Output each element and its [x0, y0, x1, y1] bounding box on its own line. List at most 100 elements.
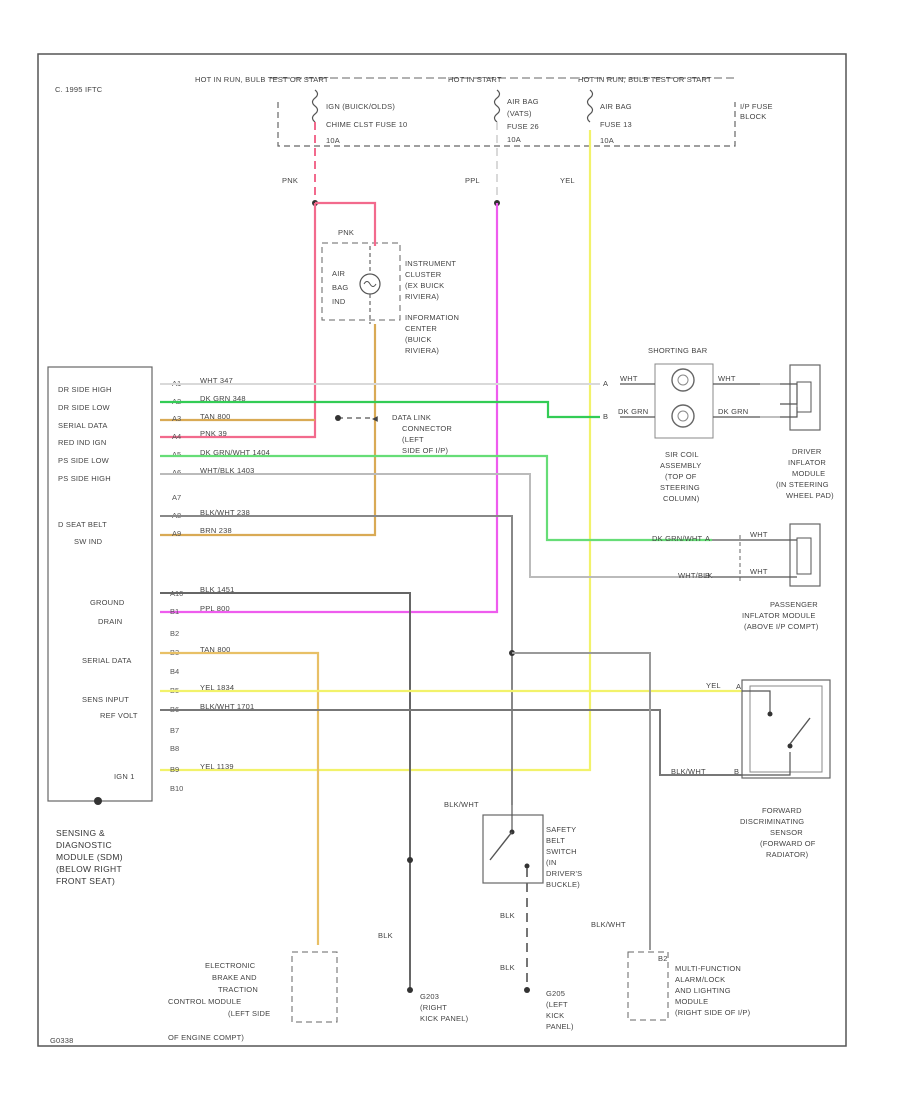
wire-pnk-lamp — [315, 201, 377, 246]
fds-pin-a: A — [736, 682, 741, 691]
svg-text:CHIME CLST FUSE 10: CHIME CLST FUSE 10 — [326, 120, 407, 129]
wire-label-ppl: PPL — [465, 176, 480, 185]
svg-text:CLUSTER: CLUSTER — [405, 270, 442, 279]
multifunction-module — [627, 951, 669, 1021]
svg-text:A7: A7 — [172, 493, 181, 502]
svg-text:DISCRIMINATING: DISCRIMINATING — [740, 817, 804, 826]
svg-text:BLK/WHT 1701: BLK/WHT 1701 — [200, 702, 254, 711]
switch-wire-label: BLK/WHT — [444, 800, 479, 809]
svg-text:IGN 1: IGN 1 — [114, 772, 135, 781]
svg-text:FUSE 26: FUSE 26 — [507, 122, 539, 131]
svg-text:DK GRN 348: DK GRN 348 — [200, 394, 246, 403]
svg-text:INFLATOR: INFLATOR — [788, 458, 826, 467]
svg-text:WHT 347: WHT 347 — [200, 376, 233, 385]
mf-wire-label: BLK/WHT — [591, 920, 626, 929]
svg-text:DR SIDE LOW: DR SIDE LOW — [58, 403, 111, 412]
svg-text:B7: B7 — [170, 726, 179, 735]
svg-text:(FORWARD OF: (FORWARD OF — [760, 839, 816, 848]
svg-text:RIVIERA): RIVIERA) — [405, 292, 439, 301]
wire-tan-800-b — [160, 651, 320, 945]
svg-text:(ABOVE I/P COMPT): (ABOVE I/P COMPT) — [744, 622, 819, 631]
fuse-airbag-26: AIR BAG (VATS) FUSE 26 10A — [493, 89, 539, 144]
svg-text:B10: B10 — [170, 784, 183, 793]
driver-inflator-caption: DRIVER INFLATOR MODULE (IN STEERING WHEE… — [776, 447, 834, 500]
svg-text:TAN 800: TAN 800 — [200, 412, 230, 421]
diagram-border — [37, 53, 847, 1047]
g205-caption: G205 (LEFT KICK PANEL) — [546, 989, 574, 1031]
power-label-hot-run: HOT IN RUN, BULB TEST OR START — [195, 75, 329, 84]
svg-text:A: A — [705, 534, 710, 543]
wire-brn-238 — [160, 324, 377, 537]
sdm-ground-dot — [94, 797, 102, 805]
ground-g205 — [524, 987, 530, 993]
svg-text:PANEL): PANEL) — [546, 1022, 574, 1031]
svg-text:BRN 238: BRN 238 — [200, 526, 232, 535]
ground-g203 — [407, 987, 413, 993]
fds-yel-label: YEL — [706, 681, 721, 690]
shorting-bar-label: SHORTING BAR — [648, 346, 708, 355]
svg-text:(IN STEERING: (IN STEERING — [776, 480, 829, 489]
svg-text:DK GRN/WHT: DK GRN/WHT — [652, 534, 703, 543]
svg-text:(RIGHT SIDE OF I/P): (RIGHT SIDE OF I/P) — [675, 1008, 751, 1017]
svg-text:ALARM/LOCK: ALARM/LOCK — [675, 975, 725, 984]
cluster-label: INSTRUMENT CLUSTER (EX BUICK RIVIERA) IN… — [405, 259, 459, 355]
svg-text:B: B — [603, 412, 608, 421]
wire-label-yel: YEL — [560, 176, 575, 185]
svg-text:D SEAT BELT: D SEAT BELT — [58, 520, 107, 529]
svg-text:WHT: WHT — [718, 374, 736, 383]
svg-text:SIDE OF I/P): SIDE OF I/P) — [402, 446, 448, 455]
svg-text:RED IND IGN: RED IND IGN — [58, 438, 106, 447]
svg-text:B: B — [705, 571, 710, 580]
svg-text:A3: A3 — [172, 414, 181, 423]
copyright-label: C. 1995 IFTC — [55, 85, 103, 94]
svg-text:SAFETY: SAFETY — [546, 825, 576, 834]
svg-text:(BUICK: (BUICK — [405, 335, 432, 344]
svg-text:(LEFT: (LEFT — [546, 1000, 568, 1009]
svg-text:OF ENGINE COMPT): OF ENGINE COMPT) — [168, 1033, 244, 1042]
svg-text:BUCKLE): BUCKLE) — [546, 880, 580, 889]
svg-text:G205: G205 — [546, 989, 565, 998]
svg-text:G203: G203 — [420, 992, 439, 1001]
wire-label-pnk: PNK — [282, 176, 298, 185]
svg-text:MODULE: MODULE — [675, 997, 708, 1006]
svg-text:B2: B2 — [170, 629, 179, 638]
svg-text:DIAGNOSTIC: DIAGNOSTIC — [56, 840, 112, 850]
svg-text:A5: A5 — [172, 450, 181, 459]
svg-text:SENSOR: SENSOR — [770, 828, 803, 837]
wire-pnk-39 — [160, 203, 317, 439]
data-link-arrow: ◀ — [372, 414, 379, 423]
svg-text:10A: 10A — [600, 136, 614, 145]
svg-text:WHEEL PAD): WHEEL PAD) — [786, 491, 834, 500]
svg-text:B9: B9 — [170, 765, 179, 774]
svg-text:RIVIERA): RIVIERA) — [405, 346, 439, 355]
svg-text:A9: A9 — [172, 529, 181, 538]
lamp-label-1: AIR — [332, 269, 345, 278]
svg-text:(EX BUICK: (EX BUICK — [405, 281, 444, 290]
blk-label-1: BLK — [500, 911, 515, 920]
svg-text:DK GRN: DK GRN — [718, 407, 748, 416]
passenger-inflator-module — [789, 523, 821, 587]
power-label-hot-run-2: HOT IN RUN, BULB TEST OR START — [578, 75, 712, 84]
forward-sensor — [741, 679, 831, 779]
sdm-caption: SENSING & DIAGNOSTIC MODULE (SDM) (BELOW… — [56, 828, 123, 886]
svg-text:GROUND: GROUND — [90, 598, 125, 607]
svg-text:REF VOLT: REF VOLT — [100, 711, 138, 720]
svg-text:FRONT SEAT): FRONT SEAT) — [56, 876, 115, 886]
svg-text:ELECTRONIC: ELECTRONIC — [205, 961, 256, 970]
data-link-label: DATA LINK CONNECTOR (LEFT SIDE OF I/P) — [392, 413, 452, 455]
svg-text:BLK 1451: BLK 1451 — [200, 585, 235, 594]
svg-text:(TOP OF: (TOP OF — [665, 472, 697, 481]
lamp-label-3: IND — [332, 297, 346, 306]
svg-text:SWITCH: SWITCH — [546, 847, 577, 856]
svg-text:AND LIGHTING: AND LIGHTING — [675, 986, 731, 995]
wire-blkwht-1701 — [160, 709, 742, 776]
coil-caption: SIR COIL ASSEMBLY (TOP OF STEERING COLUM… — [660, 450, 701, 503]
svg-text:IGN (BUICK/OLDS): IGN (BUICK/OLDS) — [326, 102, 395, 111]
svg-text:SIR COIL: SIR COIL — [665, 450, 699, 459]
svg-text:BELT: BELT — [546, 836, 565, 845]
wire-yel-1139 — [160, 130, 592, 772]
svg-text:CENTER: CENTER — [405, 324, 437, 333]
svg-text:DRIVER: DRIVER — [792, 447, 822, 456]
wire-blkwht-mf — [512, 652, 651, 950]
